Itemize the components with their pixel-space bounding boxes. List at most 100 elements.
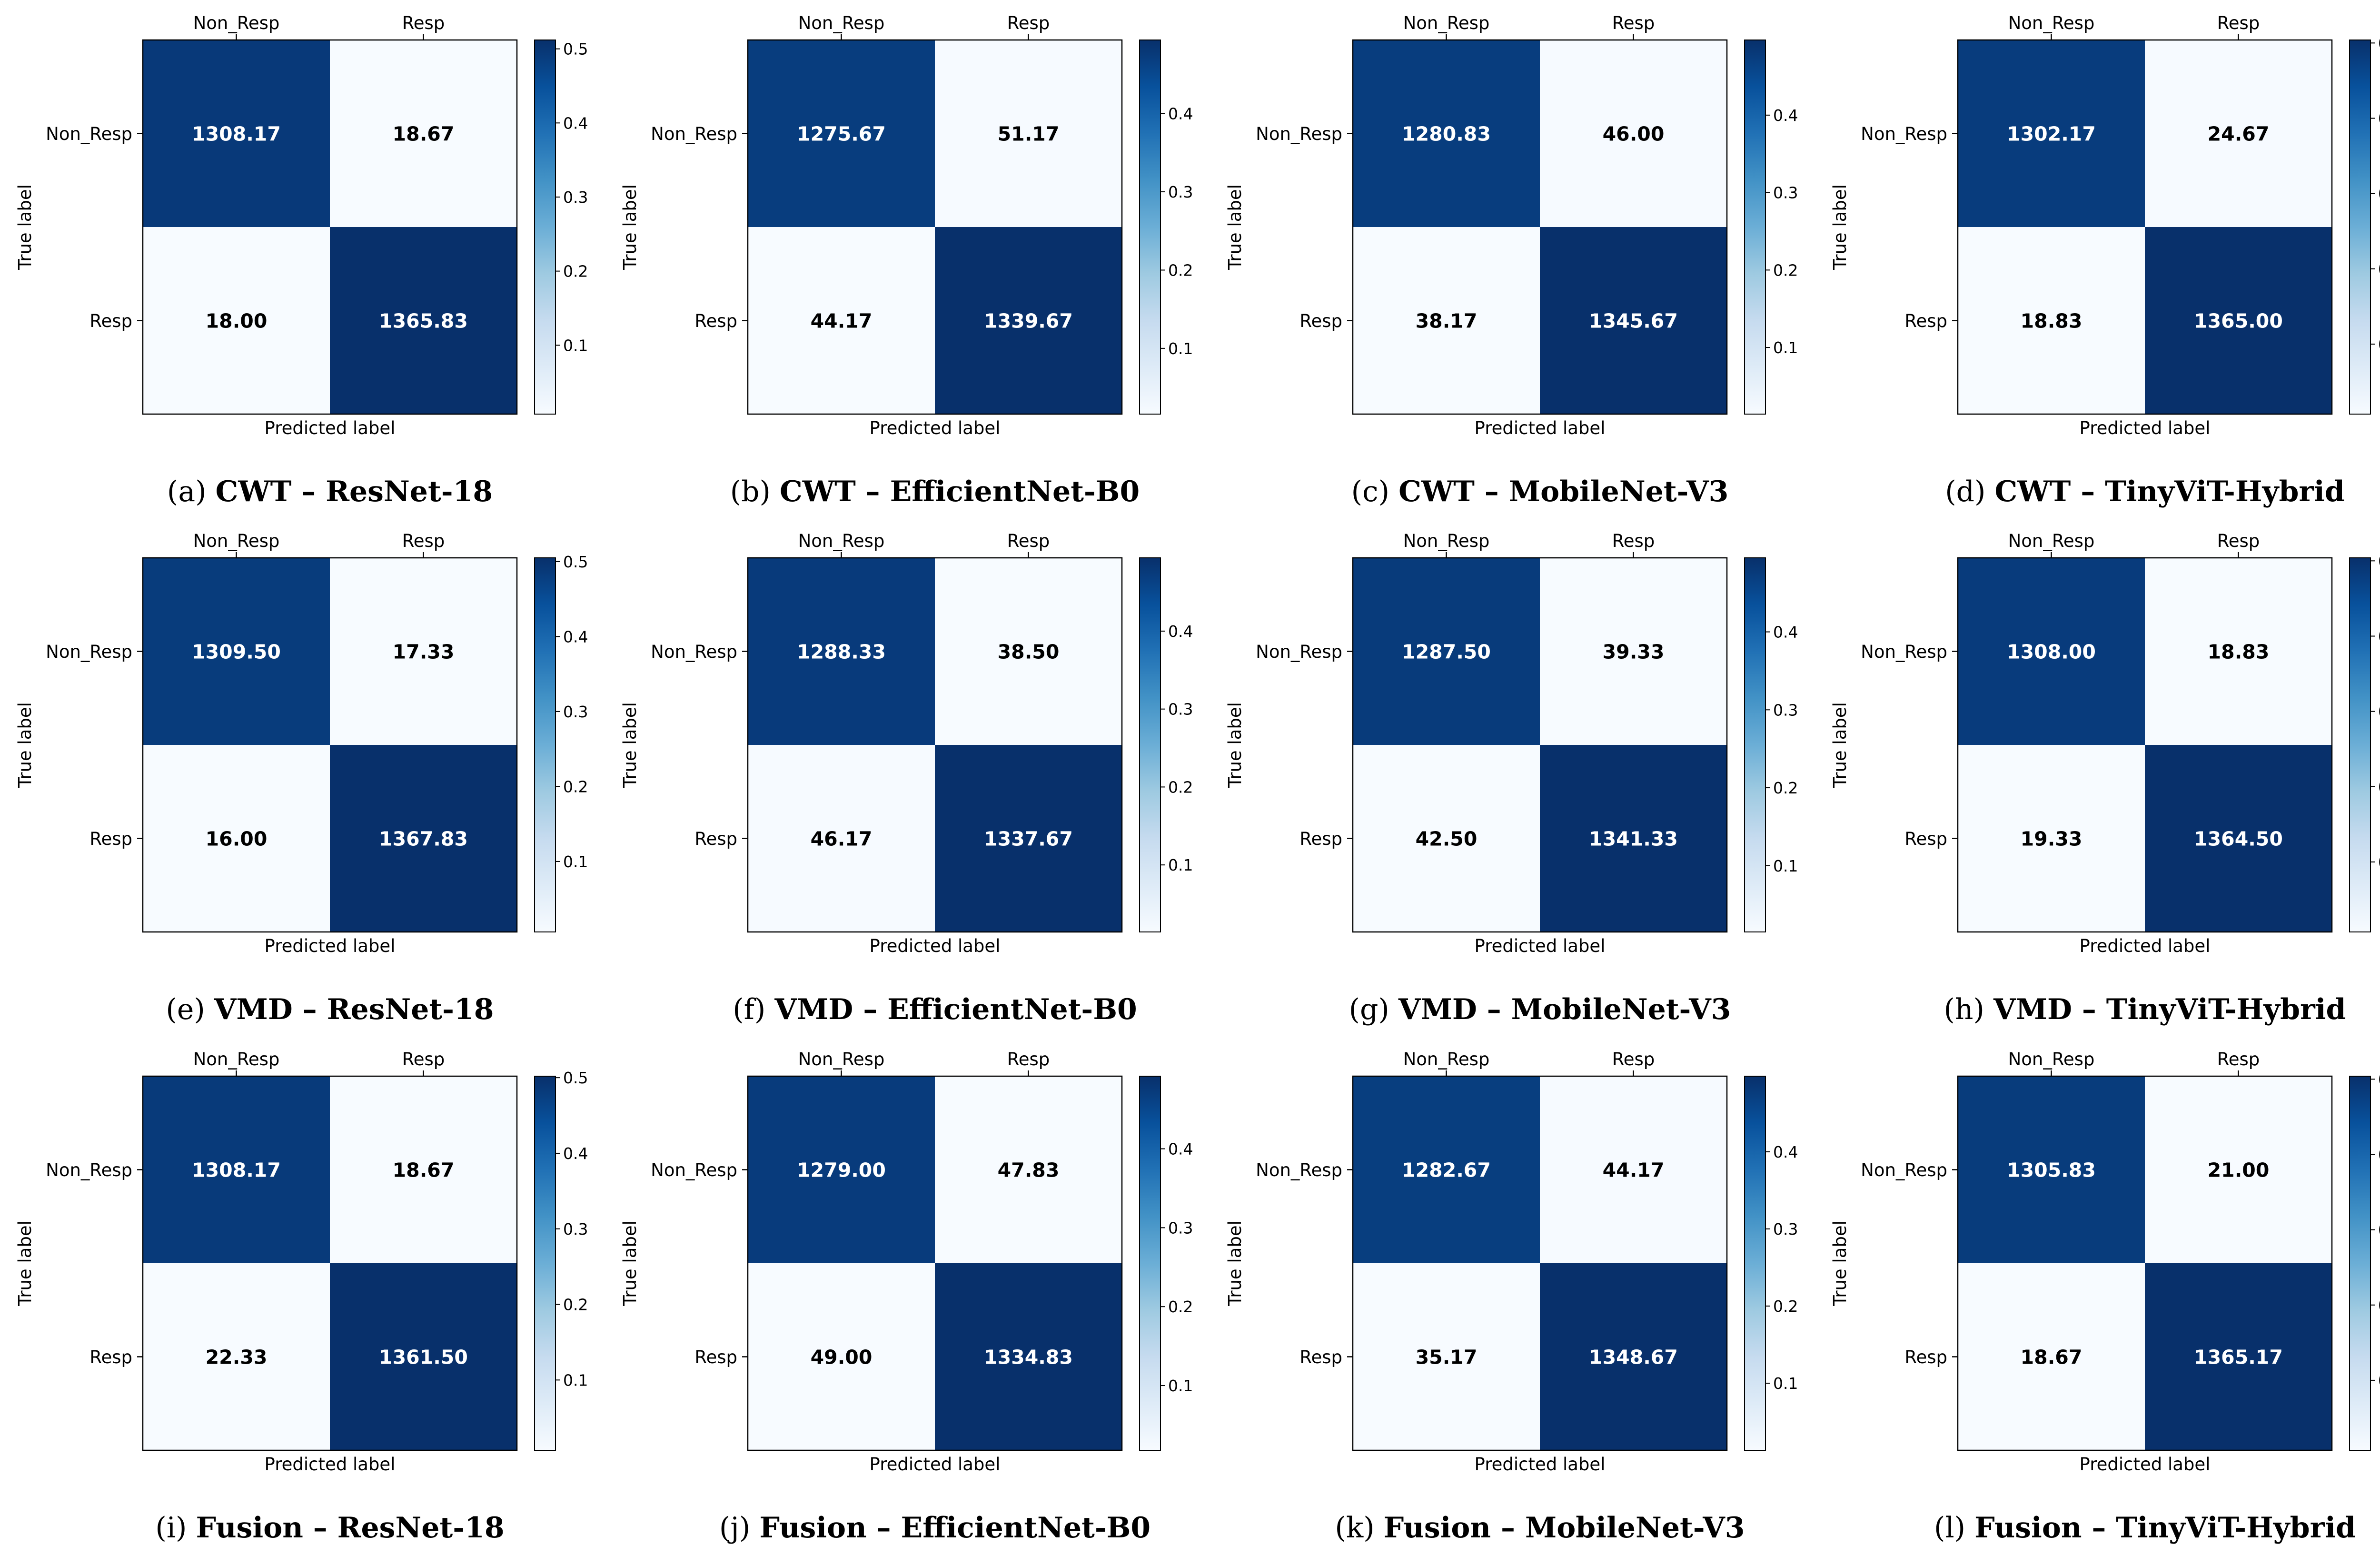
y-tick-label-c-1: Resp bbox=[1299, 311, 1342, 331]
cell-value-k-01: 44.17 bbox=[1603, 1159, 1665, 1181]
cell-value-e-01: 17.33 bbox=[393, 640, 455, 663]
x-axis-label-g: Predicted label bbox=[1475, 936, 1606, 956]
caption-prefix-g: (g) bbox=[1349, 993, 1398, 1026]
y-tick-label-h-0: Non_Resp bbox=[1861, 642, 1947, 662]
x-axis-label-b: Predicted label bbox=[870, 418, 1001, 438]
colorbar-g bbox=[1744, 557, 1766, 932]
cell-value-c-10: 38.17 bbox=[1416, 309, 1478, 332]
y-axis-label-k: True label bbox=[1225, 1220, 1245, 1307]
matrix-cell-h-01 bbox=[2145, 558, 2332, 745]
matrix-cell-h-00 bbox=[1958, 558, 2145, 745]
y-tick-label-i-1: Resp bbox=[89, 1347, 132, 1367]
matrix-frame-d bbox=[1957, 39, 2333, 415]
caption-prefix-c: (c) bbox=[1351, 475, 1399, 508]
x-tick-label-k-0: Non_Resp bbox=[1403, 1049, 1490, 1070]
x-tick-label-e-1: Resp bbox=[402, 531, 445, 551]
x-tick-label-l-1: Resp bbox=[2217, 1049, 2260, 1070]
subfigure-caption-k: (k) Fusion – MobileNet-V3 bbox=[1335, 1511, 1745, 1545]
matrix-cell-l-11 bbox=[2145, 1263, 2332, 1450]
x-tick-label-a-1: Resp bbox=[402, 13, 445, 33]
y-tick-label-k-0: Non_Resp bbox=[1256, 1160, 1342, 1180]
x-tick-label-i-1: Resp bbox=[402, 1049, 445, 1070]
colorbar-tick-label-e-4: 0.5 bbox=[563, 553, 588, 571]
caption-prefix-h: (h) bbox=[1944, 993, 1993, 1026]
x-tick-label-k-1: Resp bbox=[1612, 1049, 1655, 1070]
y-axis-label-f: True label bbox=[620, 702, 640, 788]
cell-value-j-11: 1334.83 bbox=[984, 1346, 1073, 1368]
y-axis-label-i: True label bbox=[15, 1220, 35, 1307]
matrix-cell-d-10 bbox=[1958, 227, 2145, 414]
x-axis-label-f: Predicted label bbox=[870, 936, 1001, 956]
y-tick-label-a-1: Resp bbox=[89, 311, 132, 331]
colorbar-tick-label-e-3: 0.4 bbox=[563, 627, 588, 646]
matrix-cell-a-00 bbox=[143, 40, 330, 227]
matrix-cell-l-00 bbox=[1958, 1076, 2145, 1263]
y-tick-label-f-1: Resp bbox=[694, 829, 737, 849]
colorbar-i bbox=[534, 1076, 556, 1451]
matrix-cell-a-11 bbox=[330, 227, 517, 414]
cell-value-b-11: 1339.67 bbox=[984, 309, 1073, 332]
cell-value-g-01: 39.33 bbox=[1603, 640, 1665, 663]
y-axis-label-e: True label bbox=[15, 702, 35, 788]
cell-value-j-01: 47.83 bbox=[998, 1159, 1060, 1181]
colorbar-tick-label-l-0: 0.1 bbox=[2378, 1371, 2380, 1390]
subfigure-caption-e: (e) VMD – ResNet-18 bbox=[166, 993, 494, 1026]
cell-value-j-00: 1279.00 bbox=[797, 1159, 886, 1181]
y-tick-label-e-1: Resp bbox=[89, 829, 132, 849]
caption-prefix-a: (a) bbox=[167, 475, 216, 508]
colorbar-tick-label-h-0: 0.1 bbox=[2378, 853, 2380, 872]
colorbar-tick-label-j-3: 0.4 bbox=[1168, 1140, 1193, 1159]
colorbar-tick-label-c-3: 0.4 bbox=[1773, 106, 1798, 125]
y-tick-label-j-1: Resp bbox=[694, 1347, 737, 1367]
x-tick-label-c-1: Resp bbox=[1612, 13, 1655, 33]
colorbar-tick-label-a-0: 0.1 bbox=[563, 336, 588, 355]
x-axis-label-h: Predicted label bbox=[2080, 936, 2211, 956]
colorbar-tick-label-k-2: 0.3 bbox=[1773, 1220, 1798, 1238]
x-tick-label-f-1: Resp bbox=[1007, 531, 1050, 551]
caption-prefix-d: (d) bbox=[1945, 475, 1994, 508]
colorbar-tick-label-g-0: 0.1 bbox=[1773, 857, 1798, 875]
cell-value-c-00: 1280.83 bbox=[1402, 122, 1491, 145]
colorbar-tick-label-l-4: 0.5 bbox=[2378, 1070, 2380, 1089]
colorbar-tick-label-f-2: 0.3 bbox=[1168, 700, 1193, 719]
matrix-cell-f-11 bbox=[935, 745, 1122, 932]
caption-title-f: VMD – EfficientNet-B0 bbox=[774, 993, 1137, 1026]
matrix-cell-g-10 bbox=[1353, 745, 1540, 932]
x-tick-label-j-1: Resp bbox=[1007, 1049, 1050, 1070]
matrix-cell-a-10 bbox=[143, 227, 330, 414]
subfigure-caption-a: (a) CWT – ResNet-18 bbox=[167, 475, 493, 508]
x-axis-label-a: Predicted label bbox=[265, 418, 396, 438]
cell-value-a-11: 1365.83 bbox=[379, 309, 468, 332]
y-axis-label-c: True label bbox=[1225, 184, 1245, 270]
matrix-cell-f-01 bbox=[935, 558, 1122, 745]
y-tick-label-j-0: Non_Resp bbox=[651, 1160, 737, 1180]
matrix-cell-c-00 bbox=[1353, 40, 1540, 227]
cell-value-h-00: 1308.00 bbox=[2007, 640, 2096, 663]
matrix-cell-h-11 bbox=[2145, 745, 2332, 932]
y-axis-label-b: True label bbox=[620, 184, 640, 270]
colorbar-tick-label-c-0: 0.1 bbox=[1773, 338, 1798, 357]
subfigure-caption-j: (j) Fusion – EfficientNet-B0 bbox=[719, 1511, 1150, 1545]
x-tick-label-d-1: Resp bbox=[2217, 13, 2260, 33]
matrix-cell-e-01 bbox=[330, 558, 517, 745]
matrix-cell-c-01 bbox=[1540, 40, 1727, 227]
colorbar-tick-label-b-3: 0.4 bbox=[1168, 105, 1193, 123]
x-tick-label-b-0: Non_Resp bbox=[798, 13, 885, 33]
y-tick-label-g-0: Non_Resp bbox=[1256, 642, 1342, 662]
colorbar-tick-label-g-3: 0.4 bbox=[1773, 623, 1798, 642]
caption-title-j: Fusion – EfficientNet-B0 bbox=[759, 1511, 1150, 1545]
cell-value-e-00: 1309.50 bbox=[192, 640, 281, 663]
colorbar-tick-label-a-4: 0.5 bbox=[563, 40, 588, 59]
cell-value-e-11: 1367.83 bbox=[379, 827, 468, 850]
y-tick-label-d-0: Non_Resp bbox=[1861, 124, 1947, 144]
matrix-frame-g bbox=[1352, 557, 1728, 933]
cell-value-f-01: 38.50 bbox=[998, 640, 1060, 663]
caption-prefix-k: (k) bbox=[1335, 1511, 1383, 1545]
cell-value-a-00: 1308.17 bbox=[192, 122, 281, 145]
y-tick-label-f-0: Non_Resp bbox=[651, 642, 737, 662]
